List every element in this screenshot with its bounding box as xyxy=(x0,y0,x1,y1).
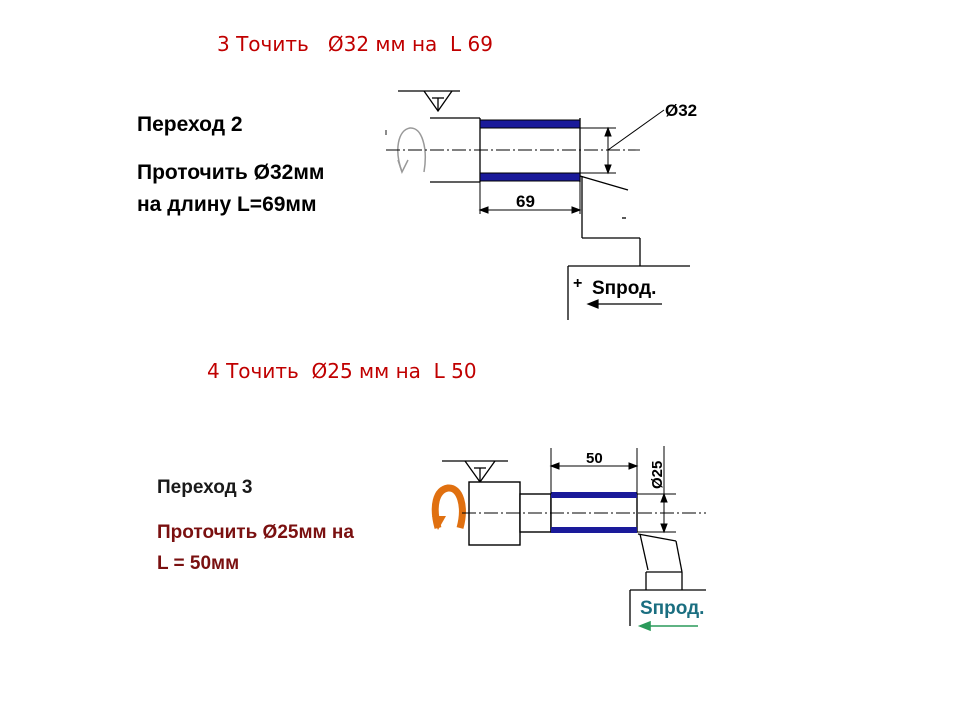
diameter-dimension-2 xyxy=(637,446,676,534)
step-2-instruction-line2: на длину L=69мм xyxy=(137,193,317,216)
feed-plus-sign-1: + xyxy=(573,275,582,292)
cutting-tool-2 xyxy=(629,533,706,626)
surface-finish-symbol-1 xyxy=(398,90,460,113)
length-dimension-2 xyxy=(549,448,639,494)
step-3-title: Переход 3 xyxy=(157,477,253,498)
operation-3-heading: 3 Точить Ø32 мм на L 69 xyxy=(217,32,493,56)
operation-4-heading: 4 Точить Ø25 мм на L 50 xyxy=(207,359,477,383)
removed-layer-bottom-2 xyxy=(551,527,637,533)
surface-finish-symbol-2 xyxy=(442,460,508,484)
workpiece-2 xyxy=(468,481,638,546)
diameter-dimension-1 xyxy=(580,109,665,175)
removed-layer-top-2 xyxy=(551,492,637,498)
diameter-dimension-1-value: Ø32 xyxy=(665,101,697,120)
rotation-arrow-1 xyxy=(397,127,426,174)
length-dimension-1 xyxy=(478,182,582,214)
feed-arrow-1 xyxy=(586,299,662,309)
step-3-instruction-line1: Проточить Ø25мм на xyxy=(157,522,354,543)
rotation-arrow-2 xyxy=(431,484,466,530)
removed-layer-bottom-1 xyxy=(479,172,581,182)
length-dimension-1-value: 69 xyxy=(516,192,535,211)
step-3-instruction-line2: L = 50мм xyxy=(157,553,240,574)
removed-layer-top-1 xyxy=(479,119,581,129)
step-2-title: Переход 2 xyxy=(137,113,243,136)
length-dimension-2-value: 50 xyxy=(586,450,603,467)
step-2-instruction-line1: Проточить Ø32мм xyxy=(137,161,325,184)
feed-label-2: Sпрод. xyxy=(640,598,704,619)
feed-label-1: Sпрод. xyxy=(592,278,656,299)
feed-arrow-2 xyxy=(637,620,698,632)
diameter-dimension-2-value: Ø25 xyxy=(649,461,666,489)
cutting-tool-1 xyxy=(567,175,690,320)
